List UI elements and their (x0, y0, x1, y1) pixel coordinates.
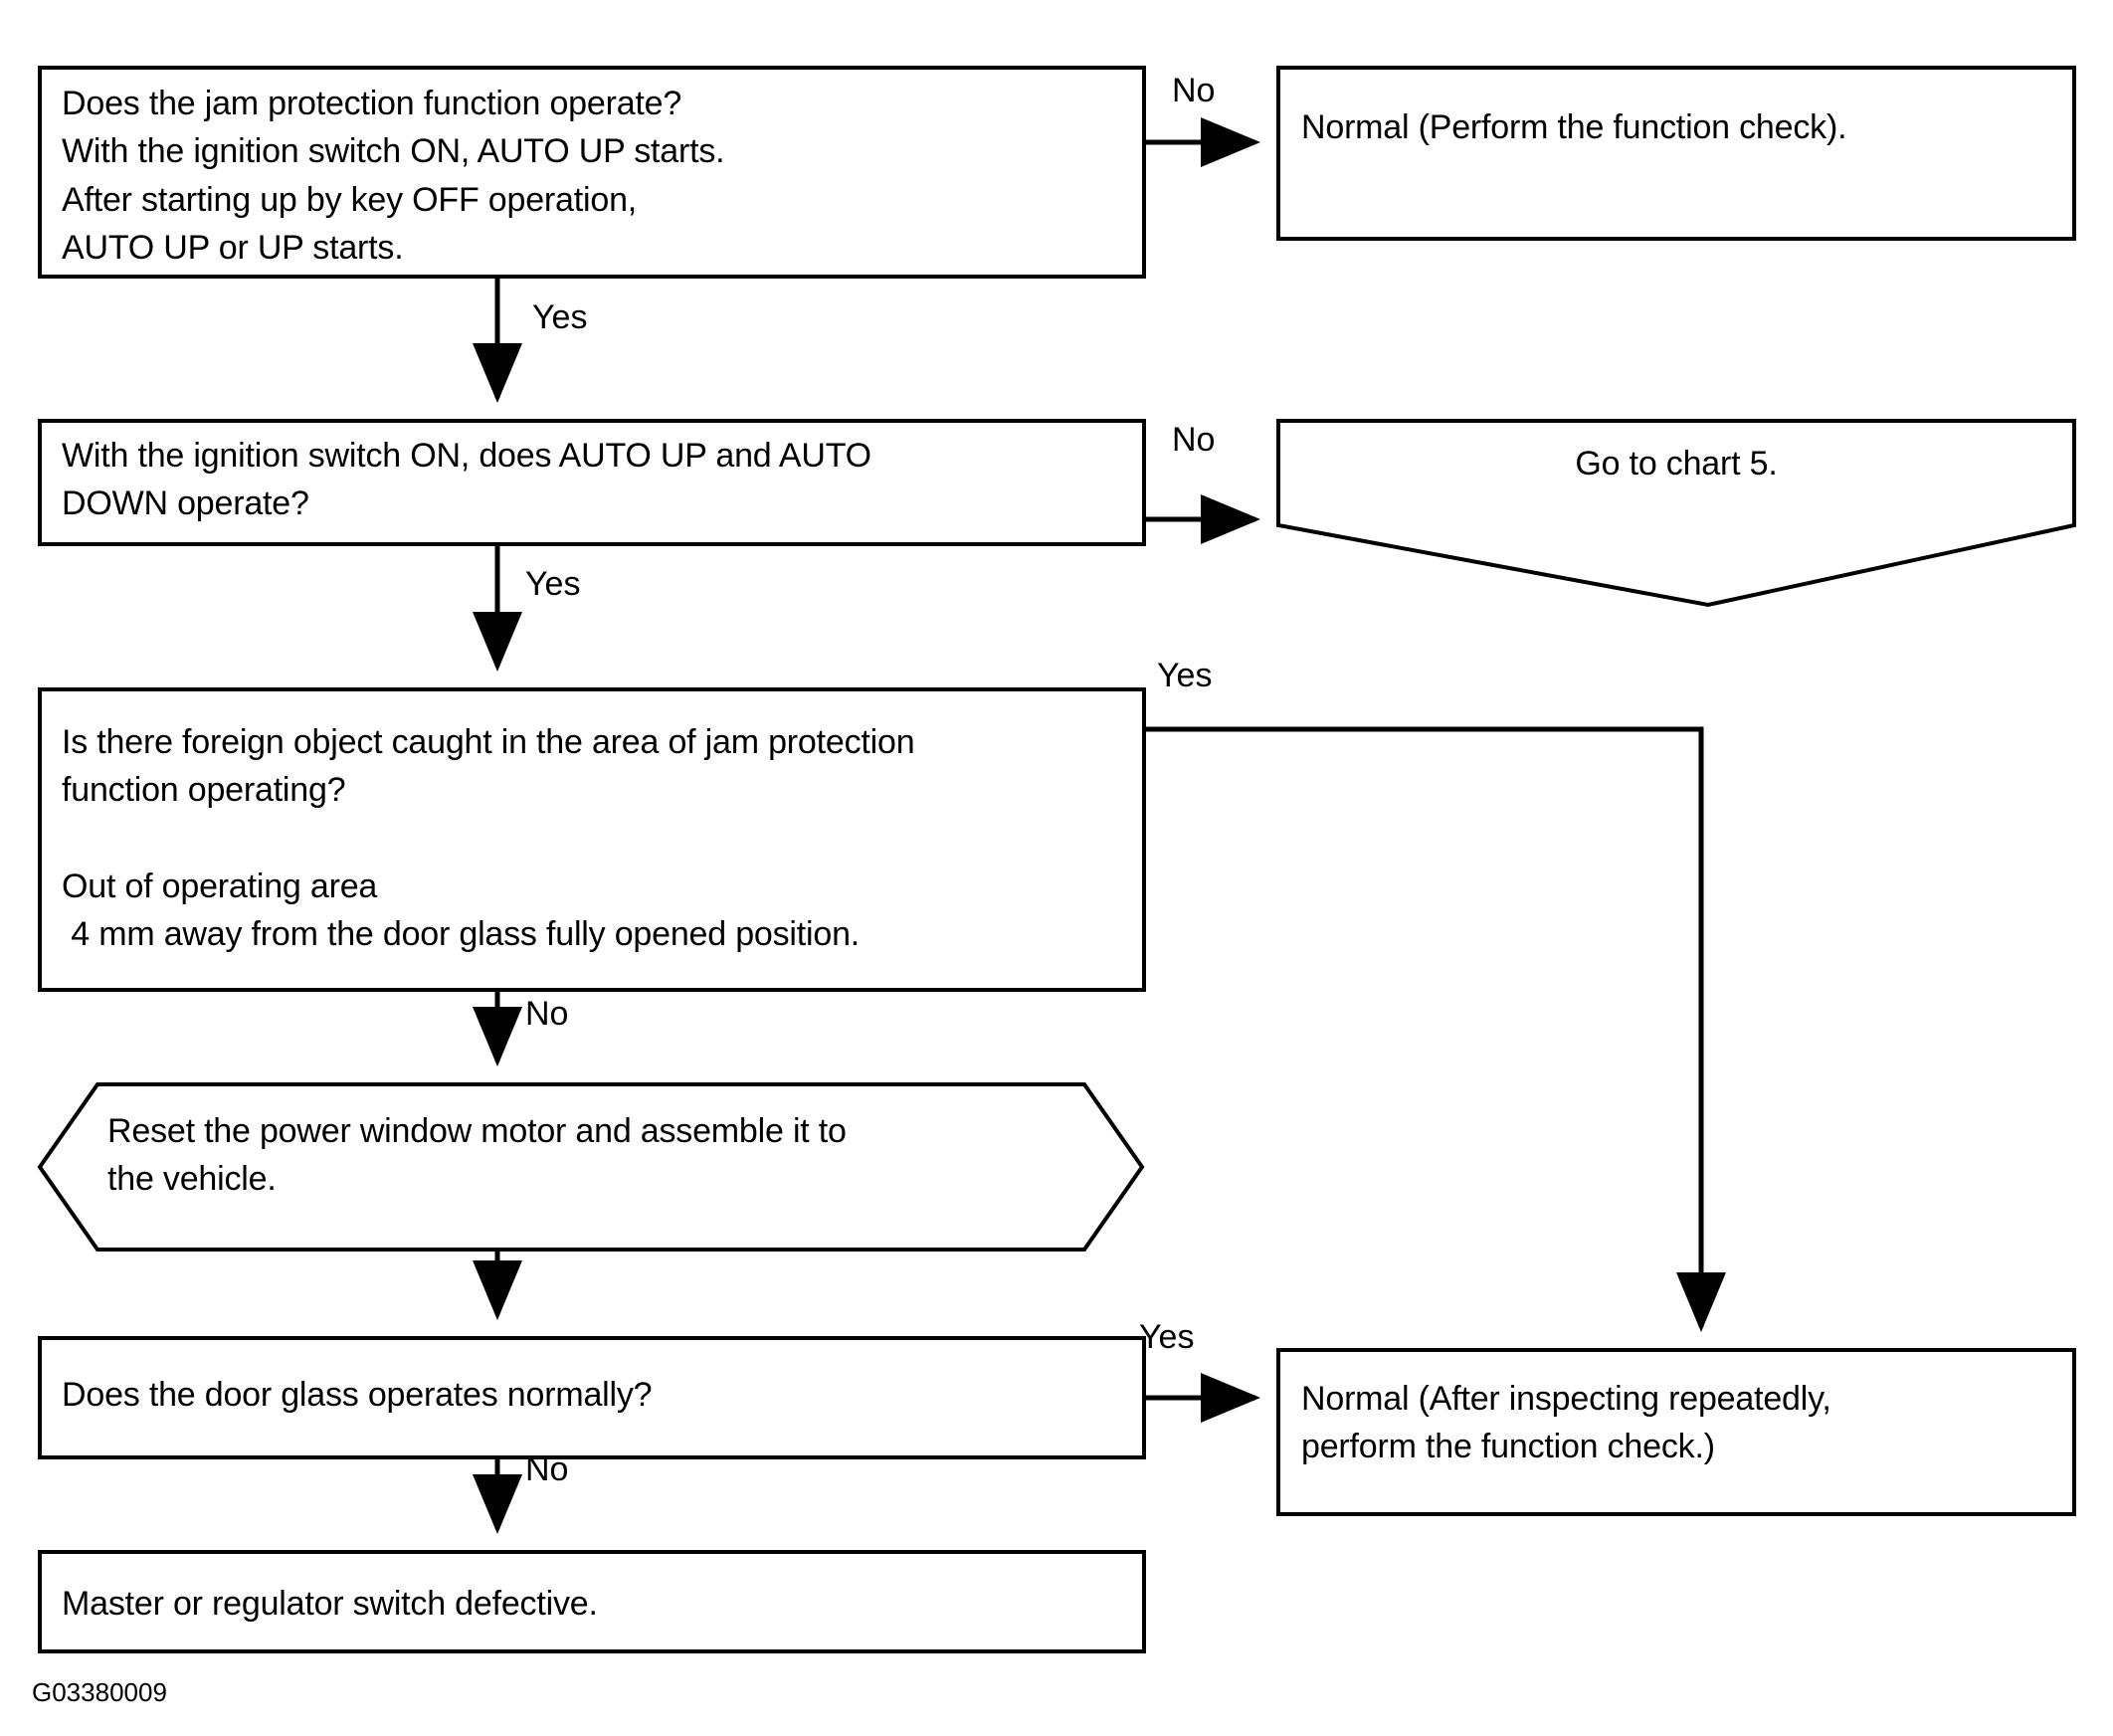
node-q2-shape (38, 419, 1146, 546)
edge-label-q4-yes: Yes (1139, 1318, 1195, 1356)
node-r4-label: Master or regulator switch defective. (62, 1585, 598, 1623)
edge-label-q2-yes: Yes (525, 565, 581, 603)
node-q1-shape (38, 66, 1146, 279)
node-a1-label: Reset the power window motor and assembl… (107, 1112, 847, 1199)
node-r1-shape (1276, 66, 2076, 241)
edge-label-q3-yes: Yes (1157, 657, 1213, 694)
edge-label-q2-no: No (1172, 421, 1216, 459)
node-q4-shape (38, 1336, 1146, 1459)
node-q4-label: Does the door glass operates normally? (62, 1376, 653, 1414)
node-q3-label: Is there foreign object caught in the ar… (62, 723, 915, 954)
edge-label-q4-no: No (525, 1450, 569, 1488)
node-r2-label: Go to chart 5. (1575, 445, 1778, 482)
edge-label-q3-no: No (525, 995, 569, 1033)
node-r4-shape (38, 1550, 1146, 1653)
node-q3-shape (38, 687, 1146, 992)
node-q2-label: With the ignition switch ON, does AUTO U… (62, 437, 871, 523)
edge-label-q1-yes: Yes (532, 298, 588, 336)
node-r1-label: Normal (Perform the function check). (1301, 108, 1847, 146)
node-q1-label: Does the jam protection function operate… (62, 85, 725, 267)
node-r2-shape (1276, 419, 2076, 608)
edge-label-q1-no: No (1172, 72, 1216, 109)
node-r3-shape (1276, 1348, 2076, 1516)
figure-caption: G03380009 (32, 1677, 167, 1707)
node-r3-label: Normal (After inspecting repeatedly, per… (1301, 1380, 1831, 1466)
node-a1-shape (37, 1082, 1145, 1252)
edge-q3-yes-r3 (1144, 726, 1726, 1332)
